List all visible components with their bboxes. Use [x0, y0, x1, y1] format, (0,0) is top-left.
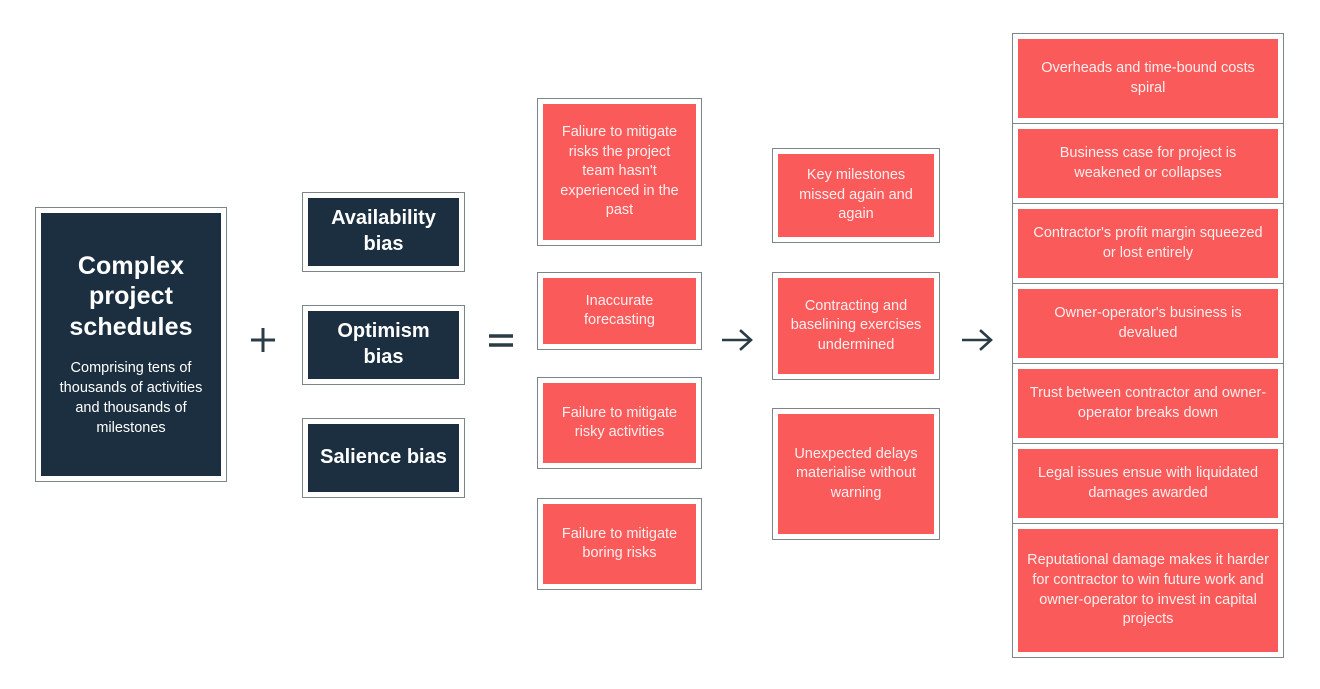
outcome-label: Business case for project is weakened or… — [1059, 144, 1237, 181]
bias-node-availability[interactable]: Availability bias — [302, 192, 465, 272]
outcome-node-business-devalued[interactable]: Owner-operator's business is devalued — [1012, 283, 1284, 363]
consequence-node-unexpected-delays[interactable]: Unexpected delays materialise without wa… — [772, 408, 940, 540]
outcome-node-trust-breaks-down[interactable]: Trust between contractor and owner-opera… — [1012, 363, 1284, 443]
bias-label: Salience bias — [320, 446, 447, 469]
outcome-node-profit-margin-squeezed[interactable]: Contractor's profit margin squeezed or l… — [1012, 203, 1284, 283]
plus-operator — [246, 323, 280, 357]
effect-node-inaccurate-forecasting[interactable]: Inaccurate forecasting — [537, 272, 702, 350]
bias-node-optimism[interactable]: Optimism bias — [302, 305, 465, 385]
outcome-label: Reputational damage makes it harder for … — [1027, 552, 1269, 628]
bias-label: Availability bias — [331, 207, 436, 255]
outcome-node-reputational-damage[interactable]: Reputational damage makes it harder for … — [1012, 523, 1284, 658]
consequence-node-missed-milestones[interactable]: Key milestones missed again and again — [772, 148, 940, 243]
effect-node-unfamiliar-risks[interactable]: Faliure to mitigate risks the project te… — [537, 98, 702, 246]
arrow-right-icon-1 — [718, 322, 758, 358]
source-subtitle: Comprising tens of thousands of activiti… — [59, 360, 203, 437]
effect-node-boring-risks[interactable]: Failure to mitigate boring risks — [537, 498, 702, 590]
bias-node-salience[interactable]: Salience bias — [302, 418, 465, 498]
effect-label: Failure to mitigate boring risks — [561, 525, 678, 561]
consequence-node-contracting-undermined[interactable]: Contracting and baselining exercises und… — [772, 272, 940, 380]
outcome-label: Trust between contractor and owner-opera… — [1029, 384, 1267, 421]
outcome-label: Owner-operator's business is devalued — [1054, 304, 1242, 341]
outcome-label: Contractor's profit margin squeezed or l… — [1033, 224, 1263, 261]
outcome-node-legal-issues[interactable]: Legal issues ensue with liquidated damag… — [1012, 443, 1284, 523]
bias-label: Optimism bias — [337, 320, 430, 368]
source-title: Complex project schedules — [69, 251, 193, 341]
consequence-label: Contracting and baselining exercises und… — [790, 297, 922, 353]
source-node-complex-project-schedules[interactable]: Complex project schedules Comprising ten… — [35, 207, 227, 482]
equals-operator — [485, 325, 517, 355]
outcome-stack: Overheads and time-bound costs spiral Bu… — [1012, 33, 1284, 658]
outcome-node-business-case-weakened[interactable]: Business case for project is weakened or… — [1012, 123, 1284, 203]
outcome-label: Overheads and time-bound costs spiral — [1041, 59, 1255, 96]
effect-label: Inaccurate forecasting — [584, 292, 655, 328]
outcome-label: Legal issues ensue with liquidated damag… — [1037, 464, 1259, 501]
effect-label: Faliure to mitigate risks the project te… — [560, 124, 679, 219]
outcome-node-costs-spiral[interactable]: Overheads and time-bound costs spiral — [1012, 33, 1284, 123]
arrow-right-icon-2 — [958, 322, 998, 358]
consequence-label: Key milestones missed again and again — [799, 167, 913, 223]
effect-node-risky-activities[interactable]: Failure to mitigate risky activities — [537, 377, 702, 469]
consequence-label: Unexpected delays materialise without wa… — [794, 445, 918, 501]
effect-label: Failure to mitigate risky activities — [561, 404, 678, 440]
